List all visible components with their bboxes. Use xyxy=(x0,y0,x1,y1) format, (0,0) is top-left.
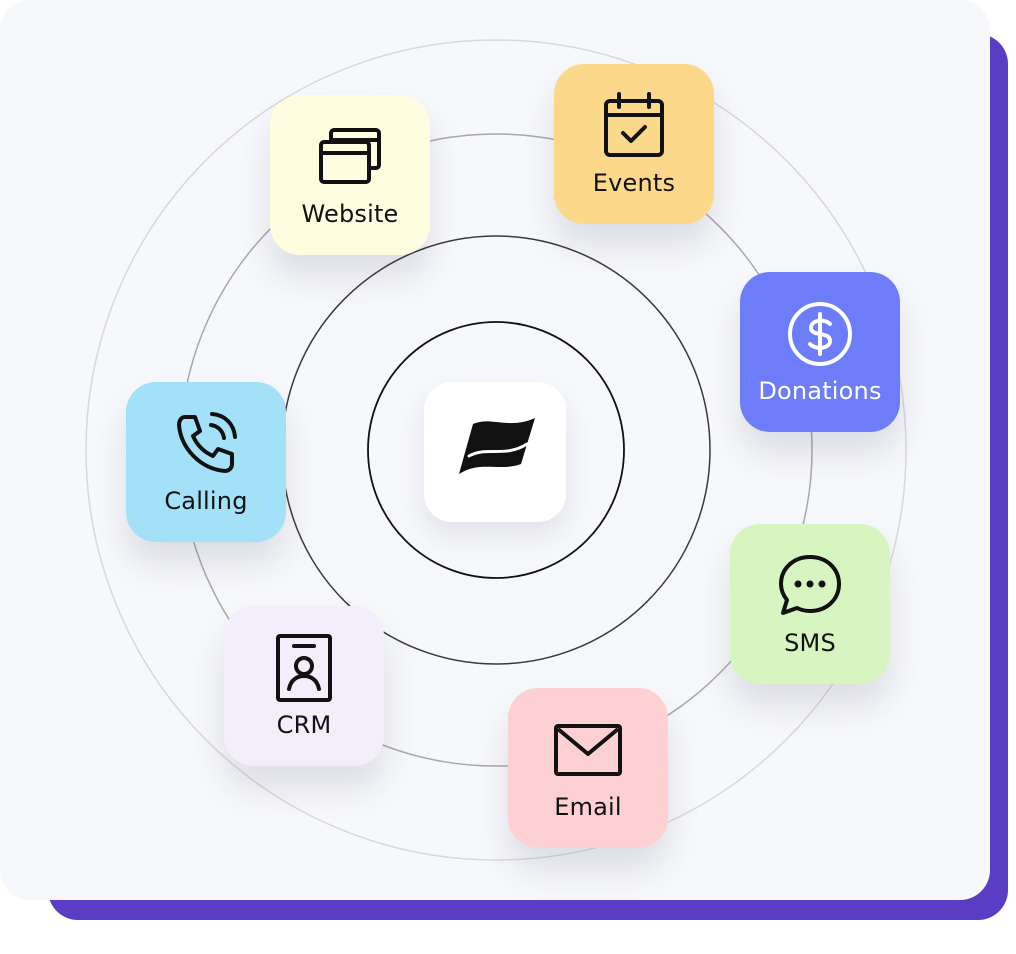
tile-label: SMS xyxy=(784,629,836,657)
tile-label: Donations xyxy=(758,377,882,405)
tile-calling[interactable]: Calling xyxy=(126,382,286,542)
tile-crm[interactable]: CRM xyxy=(224,606,384,766)
flag-logo-icon xyxy=(459,418,535,474)
tile-label: Events xyxy=(592,169,676,197)
contact-card-icon xyxy=(269,633,339,703)
ring-outer xyxy=(85,39,907,861)
chat-bubble-icon xyxy=(775,551,845,621)
tile-website[interactable]: Website xyxy=(270,95,430,255)
calendar-check-icon xyxy=(599,91,669,161)
diagram-card: Website Events xyxy=(85,39,907,861)
tile-email[interactable]: Email xyxy=(508,688,668,848)
tile-donations[interactable]: Donations xyxy=(740,272,900,432)
hub-logo-tile xyxy=(424,382,566,522)
envelope-icon xyxy=(553,715,623,785)
tile-label: Calling xyxy=(164,487,248,515)
dollar-circle-icon xyxy=(785,299,855,369)
tile-sms[interactable]: SMS xyxy=(730,524,890,684)
tile-label: Email xyxy=(554,793,622,821)
tile-label: CRM xyxy=(276,711,332,739)
browser-windows-icon xyxy=(315,122,385,192)
tile-label: Website xyxy=(301,200,399,228)
tile-events[interactable]: Events xyxy=(554,64,714,224)
phone-call-icon xyxy=(171,409,241,479)
ring-core xyxy=(367,321,625,579)
